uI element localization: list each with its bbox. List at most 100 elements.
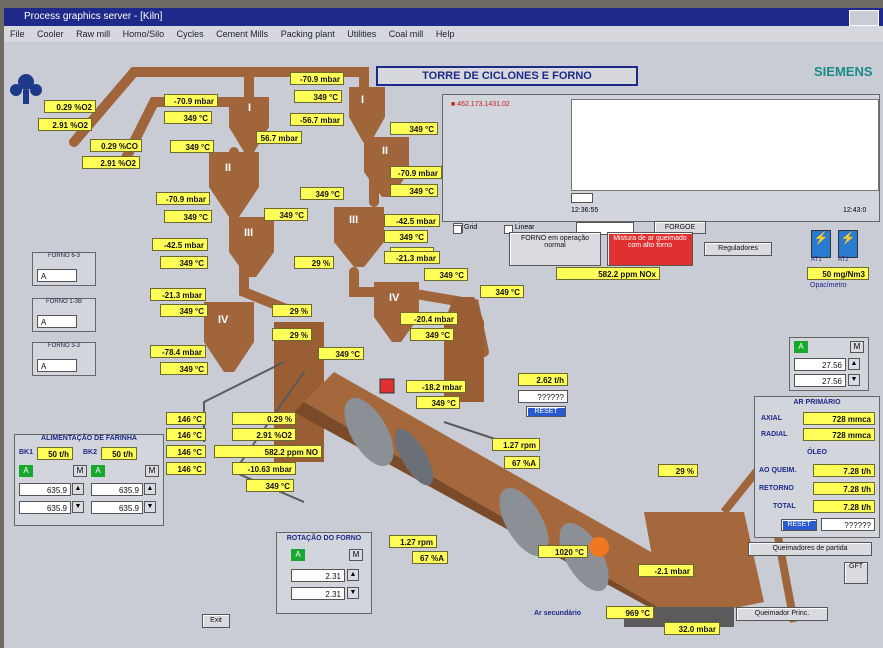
percent-value: 29 % [272,328,312,341]
feed-setpoint-3[interactable]: 635.9 [19,501,71,514]
menu-help[interactable]: Help [435,29,455,39]
tag-forno-1-3b[interactable]: FORNO 1-3B A [32,298,96,332]
right-down-arrow-icon[interactable]: ▼ [848,374,860,386]
trend-plot-area[interactable] [571,99,879,191]
feed-bk2-label: BK2 [83,449,98,456]
temperature-value: 349 °C [246,479,294,492]
menu-coal-mill[interactable]: Coal mill [388,29,424,39]
feed-setpoint-2[interactable]: 635.9 [91,483,143,496]
temperature-value: 349 °C [410,328,454,341]
feed-up-arrow-icon[interactable]: ▲ [72,483,84,495]
right-value-1[interactable]: 27.56 [794,358,846,371]
brand-logo: SIEMENS [814,64,873,79]
feed-panel-title: ALIMENTAÇÃO DE FARINHA [41,435,137,442]
oil-return-label: RETORNO [759,485,794,492]
radial-value: 728 mmca [803,428,875,441]
axial-label: AXIAL [761,415,782,422]
trend-scrollbar[interactable] [571,193,593,203]
cyclone-label-iii-right: III [349,214,359,226]
temperature-value: 349 °C [424,268,468,281]
right-auto-button[interactable]: A [794,341,808,353]
tag-forno-6-3-title: FORNO 6-3 [47,253,80,259]
rotary-kiln [294,372,704,632]
feed-auto-left[interactable]: A [19,465,33,477]
menu-file[interactable]: File [10,29,25,39]
opacimeter-at2-icon[interactable]: ⚡ [838,230,858,258]
temperature-value: 349 °C [264,208,308,221]
temperature-value: 349 °C [384,230,428,243]
main-burner-button[interactable]: Queimador Princ. [736,607,828,621]
grid-label: Grid [464,224,478,231]
speed-value: 1.27 rpm [492,438,540,451]
feed-bk1-value: 50 t/h [37,447,73,460]
grid-checkbox[interactable] [453,225,462,234]
forno-status-button[interactable]: FORNO em operação normal [509,232,601,266]
oil-total-label: TOTAL [773,503,796,510]
kiln-up-arrow-icon[interactable]: ▲ [347,569,359,581]
menu-utilities[interactable]: Utilities [347,29,377,39]
feed-manual-right[interactable]: M [145,465,159,477]
right-manual-button[interactable]: M [850,341,864,353]
right-value-2[interactable]: 27.56 [794,374,846,387]
oil-total-value: 7.28 t/h [813,500,875,513]
cyclone-iii-left [229,217,274,277]
feed-up-arrow-icon[interactable]: ▲ [144,483,156,495]
cyclone-label-iv-right: IV [389,292,400,304]
temperature-value: 349 °C [416,396,460,409]
menu-homo-silo[interactable]: Homo/Silo [122,29,165,39]
kiln-speed-1[interactable]: 2.31 [291,569,345,582]
temperature-value: 146 °C [166,428,206,441]
kiln-manual-button[interactable]: M [349,549,363,561]
kiln-down-arrow-icon[interactable]: ▼ [347,587,359,599]
startup-burners-button[interactable]: Queimadores de partida [748,542,872,556]
menu-cooler[interactable]: Cooler [37,29,64,39]
tag-forno-6-3[interactable]: FORNO 6-3 A [32,252,96,286]
feed-setpoint-4[interactable]: 635.9 [91,501,143,514]
oil-reset-button[interactable]: RESET [781,519,817,531]
alarm-status-button[interactable]: Mistura de ar queimado com alto forno [607,232,693,266]
current-value: 67 %A [412,551,448,564]
menu-cycles[interactable]: Cycles [176,29,204,39]
feed-auto-right[interactable]: A [91,465,105,477]
speed-value: 1.27 rpm [389,535,437,548]
temperature-value: 349 °C [164,111,212,124]
temperature-value: 349 °C [170,140,214,153]
window-controls[interactable] [849,10,879,26]
gas-co-value: 0.29 %CO [90,139,142,152]
feed-manual-left[interactable]: M [73,465,87,477]
cyclone-iv-left [204,302,254,372]
primary-air-title: AR PRIMÁRIO [793,399,841,406]
feed-down-arrow-icon[interactable]: ▼ [144,501,156,513]
alarm-indicator-icon[interactable] [379,378,395,394]
exit-button[interactable]: Exit [202,614,230,628]
temperature-value: 349 °C [160,304,208,317]
linear-checkbox[interactable] [504,225,513,234]
kiln-speed-2[interactable]: 2.31 [291,587,345,600]
gft-button[interactable]: GFT [844,562,868,584]
opacimeter-value: 50 mg/Nm3 [807,267,869,280]
pressure-value: -21.3 mbar [150,288,206,301]
tag-forno-3-3[interactable]: FORNO 3-3 A [32,342,96,376]
opacimeter-at1-icon[interactable]: ⚡ [811,230,831,258]
reset-button[interactable]: RESET [526,406,566,417]
pressure-value: -2.1 mbar [638,564,694,577]
percent-value: 29 % [294,256,334,269]
trend-time-input[interactable] [576,222,634,235]
regulators-button[interactable]: Reguladores [704,242,772,256]
process-graphic: I I II II III III IV IV TORRE DE CICLONE… [4,42,883,648]
right-up-arrow-icon[interactable]: ▲ [848,358,860,370]
menu-cement-mills[interactable]: Cement Mills [216,29,269,39]
feed-down-arrow-icon[interactable]: ▼ [72,501,84,513]
trend-time-start: 12:36:55 [571,207,599,214]
oil-input[interactable]: ?????? [821,518,875,531]
company-logo-icon [10,74,42,104]
feed-setpoint-1[interactable]: 635.9 [19,483,71,496]
flow-value: 2.62 t/h [518,373,568,386]
question-input[interactable]: ?????? [518,390,568,403]
axial-value: 728 mmca [803,412,875,425]
application-window: Process graphics server - [Kiln] File Co… [4,8,883,648]
menu-raw-mill[interactable]: Raw mill [76,29,111,39]
menu-packing-plant[interactable]: Packing plant [280,29,335,39]
kiln-auto-button[interactable]: A [291,549,305,561]
temperature-value: 146 °C [166,445,206,458]
